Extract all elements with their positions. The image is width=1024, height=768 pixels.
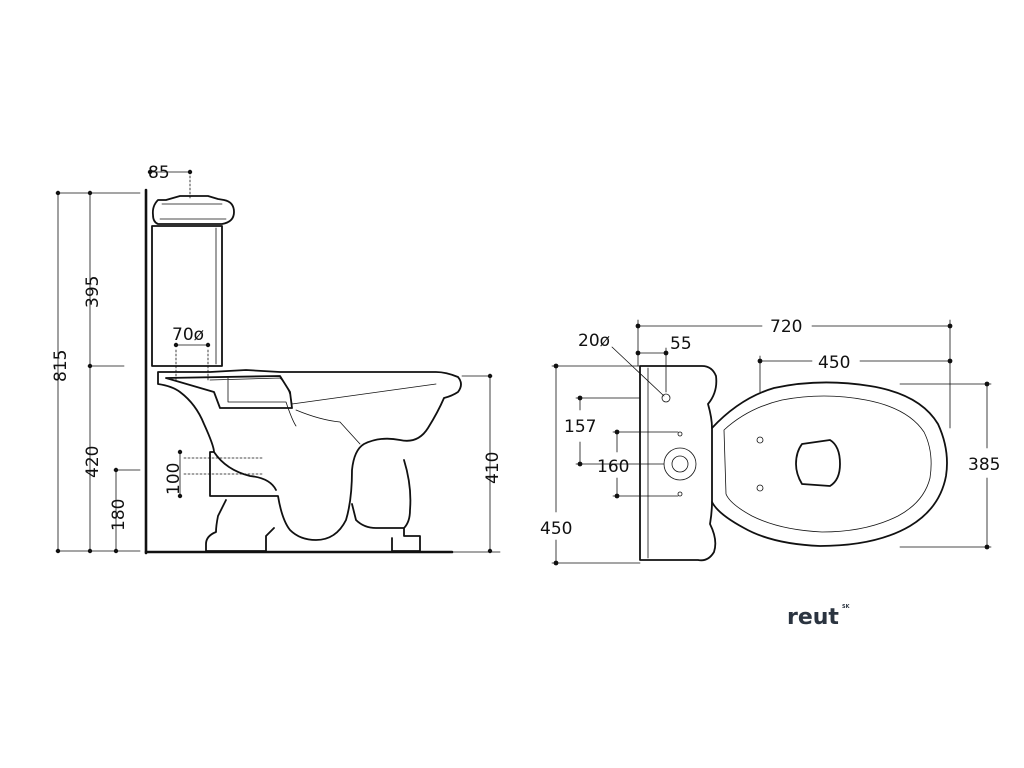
dim-label-450-top: 450 (818, 353, 850, 373)
cistern-lid-detail (159, 203, 227, 220)
dim-point (984, 544, 990, 550)
dim-point (113, 548, 119, 554)
dim-point (614, 429, 620, 435)
dim-point (147, 169, 153, 175)
dim-point (577, 395, 583, 401)
trap-outline (213, 451, 277, 491)
dim-label-20: 20ø (578, 331, 610, 351)
mounting-hole (661, 393, 671, 403)
dim-label-157: 157 (564, 417, 596, 437)
dim-label-420: 420 (83, 446, 103, 478)
dim-label-410: 410 (483, 452, 503, 484)
dim-label-385: 385 (968, 455, 1000, 475)
dim-point (177, 449, 183, 455)
dim-point (55, 190, 61, 196)
dim-label-815: 815 (51, 350, 71, 382)
dim-point (577, 461, 583, 467)
dim-point (487, 548, 493, 554)
dim-label-395: 395 (83, 276, 103, 308)
dim-point (87, 548, 93, 554)
dim-point (984, 381, 990, 387)
cistern-top (639, 365, 718, 562)
dim-point (553, 363, 559, 369)
dim-label-55: 55 (670, 334, 692, 354)
dim-point (177, 493, 183, 499)
dim-point (173, 342, 179, 348)
dim-label-70: 70ø (172, 325, 204, 345)
pedestal (205, 459, 421, 552)
brand-name: reut (787, 605, 839, 630)
fixing-point (677, 491, 683, 497)
dim-label-720: 720 (770, 317, 802, 337)
cistern-body (151, 225, 223, 367)
dim-point (614, 493, 620, 499)
fixing-point (677, 431, 683, 437)
seat-line (165, 375, 293, 409)
dim-point (113, 467, 119, 473)
bowl-front-inner (295, 409, 361, 445)
flush-valve-outer (663, 447, 697, 481)
bowl-top-inner (723, 395, 932, 533)
dim-point (487, 373, 493, 379)
seat-hole (756, 436, 764, 444)
side-view-dimensions: 85 815 395 420 180 70ø 100 (51, 163, 503, 554)
bowl-outline (157, 369, 462, 541)
side-view (144, 188, 501, 555)
dim-point (55, 548, 61, 554)
dim-label-85: 85 (148, 163, 170, 183)
dim-label-180: 180 (109, 499, 129, 531)
top-view-dimensions: 720 55 20ø 450 157 160 (540, 317, 1000, 566)
dim-point (87, 190, 93, 196)
top-view (639, 365, 948, 562)
dim-label-450-left: 450 (540, 519, 572, 539)
bowl-top (711, 381, 948, 547)
leader-20 (611, 346, 665, 397)
seat-hole (756, 484, 764, 492)
brand-logo: reut SK (787, 604, 851, 630)
flush-valve-inner (671, 455, 689, 473)
dim-label-100: 100 (164, 463, 184, 495)
bowl-waste (795, 439, 841, 487)
dim-point (553, 560, 559, 566)
dim-label-160: 160 (597, 457, 629, 477)
cistern-outlet-pipe (175, 349, 209, 381)
brand-mark: SK (842, 604, 851, 610)
outlet-dash (183, 457, 263, 475)
dim-point (205, 342, 211, 348)
cistern-lid (151, 195, 235, 225)
